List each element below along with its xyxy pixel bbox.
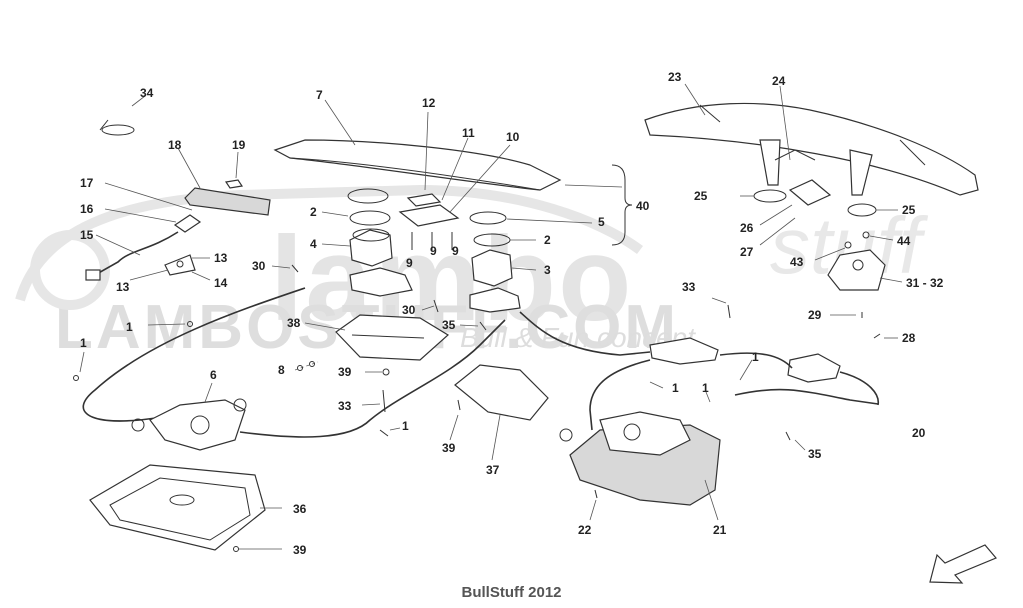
callout-13-left: 13 [116,280,130,294]
callout-20: 20 [912,426,926,440]
callout-1-c: 1 [752,350,759,364]
part-2-3-5-right-lifter [469,211,593,287]
bracket-40 [564,164,633,246]
watermark-car-silhouette [15,184,643,310]
part-36-tray [89,464,282,552]
part-23-rear-wing [644,83,979,196]
callout-33-right: 33 [682,280,696,294]
callout-12: 12 [422,96,436,110]
callout-29: 29 [808,308,822,322]
callout-26: 26 [740,221,754,235]
callout-3: 3 [544,263,551,277]
part-9-12-plate-and-studs [398,111,511,250]
callout-39-tray: 39 [293,543,307,557]
callout-1-b: 1 [80,336,87,350]
part-34-sensor-cable [99,95,146,136]
callout-2-left: 2 [310,205,317,219]
clips-1 [73,321,753,403]
callout-10: 10 [506,130,520,144]
callout-25-left: 25 [694,189,708,203]
callout-17: 17 [80,176,94,190]
callout-35-mid: 35 [442,318,456,332]
part-21-right-latch-housing [559,411,721,521]
callout-31-32: 31 - 32 [906,276,944,290]
callout-11: 11 [462,126,475,140]
callout-39-lower: 39 [442,441,456,455]
callout-13-right: 13 [214,251,228,265]
callout-7: 7 [316,88,323,102]
callout-30-left: 30 [252,259,266,273]
arrow-down-left-icon [929,544,997,584]
part-24-wing-struts [759,139,873,196]
callout-38: 38 [287,316,301,330]
bolts-30-35 [271,264,487,331]
part-13-14-bracket [129,254,211,281]
callout-1-f: 1 [402,419,409,433]
fasteners-8-39-33 [294,297,898,451]
callout-18: 18 [168,138,182,152]
callout-25-right: 25 [902,203,916,217]
cable-hinge-brackets [349,267,841,383]
part-25-26-27-wing-mount [740,179,898,246]
callout-21: 21 [713,523,727,537]
callout-36: 36 [293,502,307,516]
part-4-lift-cylinder-left [321,228,393,267]
callout-28: 28 [902,331,916,345]
part-37-housing [454,364,549,461]
part-15-16-17-harness [85,182,202,281]
callout-1-a: 1 [126,320,133,334]
callout-1-e: 1 [702,381,709,395]
footer-credit: BullStuff 2012 [461,584,562,601]
part-6-left-latch [131,382,247,451]
part-2-seals-left [321,188,391,226]
part-18-light-bar [177,147,271,216]
callout-4: 4 [310,237,317,251]
part-22-bolt [589,489,598,521]
callout-40: 40 [636,199,650,213]
callout-35-right: 35 [808,447,822,461]
callout-33-left: 33 [338,399,352,413]
callout-9-a: 9 [406,256,413,270]
callout-23: 23 [668,70,682,84]
callout-39-mid: 39 [338,365,352,379]
callout-14: 14 [214,276,228,290]
callout-19: 19 [232,138,246,152]
callout-22: 22 [578,523,592,537]
part-38-housing [304,314,450,361]
part-19-clip [224,151,244,189]
release-cable-assembly [82,287,879,438]
callout-16: 16 [80,202,94,216]
callout-9-b: 9 [430,244,437,258]
callout-34: 34 [140,86,154,100]
callout-37: 37 [486,463,500,477]
callout-8: 8 [278,363,285,377]
callout-9-c: 9 [452,244,459,258]
part-31-32-hinge-block [814,231,903,291]
callout-43: 43 [790,255,804,269]
callout-5: 5 [598,215,605,229]
callout-30-mid: 30 [402,303,416,317]
callout-27: 27 [740,245,754,259]
callout-6: 6 [210,368,217,382]
callout-15: 15 [80,228,94,242]
callout-24: 24 [772,74,786,88]
callout-1-d: 1 [672,381,679,395]
callout-44: 44 [897,234,911,248]
part-7-front-spoiler [273,99,562,191]
callout-2-right: 2 [544,233,551,247]
